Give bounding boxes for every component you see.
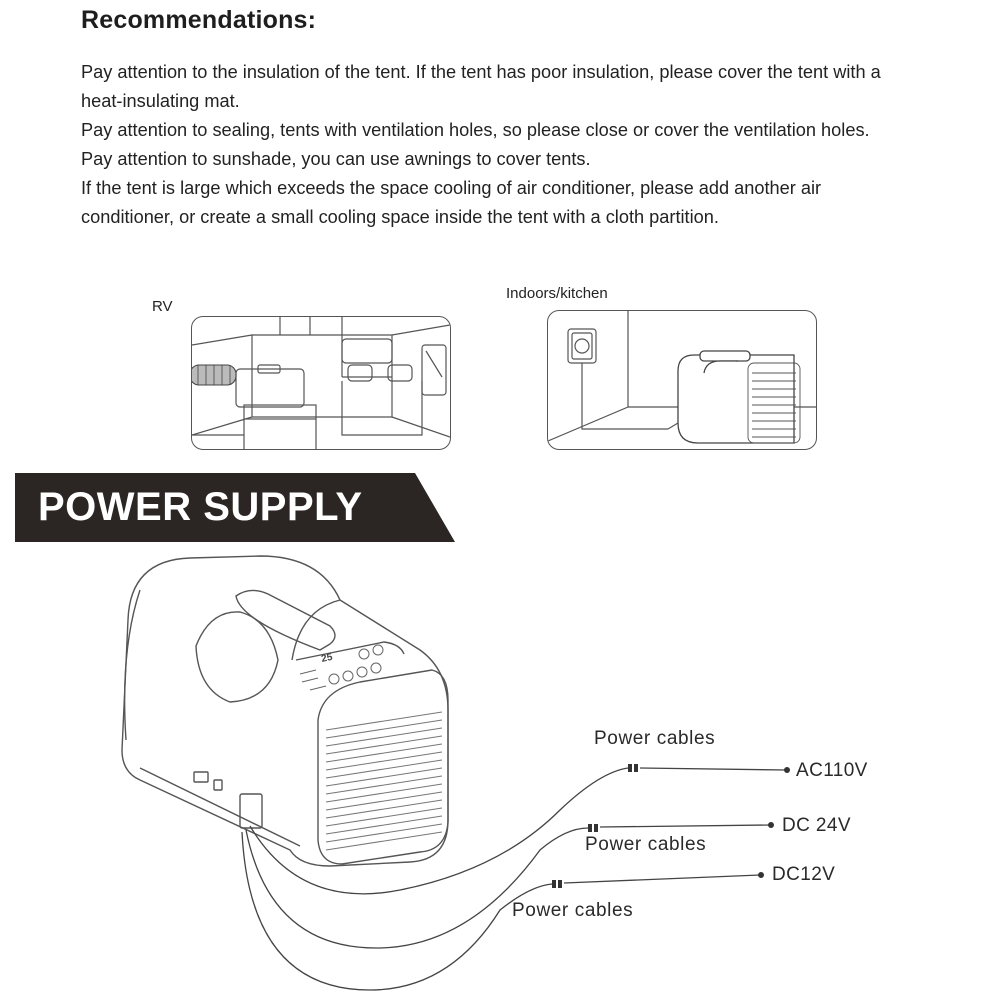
- recommendations-list: Pay attention to the insulation of the t…: [81, 58, 881, 232]
- voltage-label-dc24v: DC 24V: [782, 815, 851, 836]
- recommendations-heading: Recommendations:: [81, 6, 317, 34]
- cable-dc24v-end: [599, 824, 771, 828]
- plug-ac110v: [628, 764, 632, 772]
- terminal-dc24v: [768, 822, 774, 828]
- cable-label-dc24v: Power cables: [585, 834, 707, 855]
- voltage-label-ac110v: AC110V: [796, 760, 868, 781]
- recommendation-sealing: Pay attention to sealing, tents with ven…: [81, 120, 870, 140]
- terminal-ac110v: [784, 767, 790, 773]
- cable-ac110v: [249, 767, 629, 895]
- air-conditioner-drawing: 25: [121, 555, 790, 991]
- cable-dc24v: [245, 827, 589, 949]
- rv-scene-drawing: [192, 317, 450, 449]
- rv-illustration: [191, 316, 451, 450]
- indoor-scene-drawing: [548, 311, 816, 444]
- cable-dc12v: [241, 831, 553, 991]
- banner-shape: [15, 473, 455, 542]
- cable-dc12v-end: [563, 874, 761, 884]
- recommendation-large-tent: If the tent is large which exceeds the s…: [81, 178, 822, 227]
- indoor-label: Indoors/kitchen: [506, 285, 608, 302]
- rv-label: RV: [152, 298, 173, 315]
- cable-ac110v-end: [639, 767, 787, 771]
- cable-label-dc12v: Power cables: [512, 900, 634, 921]
- power-supply-banner: POWER SUPPLY: [15, 473, 455, 542]
- plug-dc24v: [588, 824, 592, 832]
- power-supply-title: POWER SUPPLY: [38, 485, 363, 529]
- plug-dc12v: [552, 880, 556, 888]
- indoor-illustration: [547, 310, 817, 450]
- display-reading: 25: [320, 652, 334, 665]
- cable-label-ac110v: Power cables: [594, 728, 716, 749]
- recommendation-insulation: Pay attention to the insulation of the t…: [81, 62, 881, 111]
- voltage-label-dc12v: DC12V: [772, 864, 836, 885]
- power-supply-diagram: 25: [0, 550, 1000, 1000]
- recommendation-sunshade: Pay attention to sunshade, you can use a…: [81, 149, 591, 169]
- terminal-dc12v: [758, 872, 764, 878]
